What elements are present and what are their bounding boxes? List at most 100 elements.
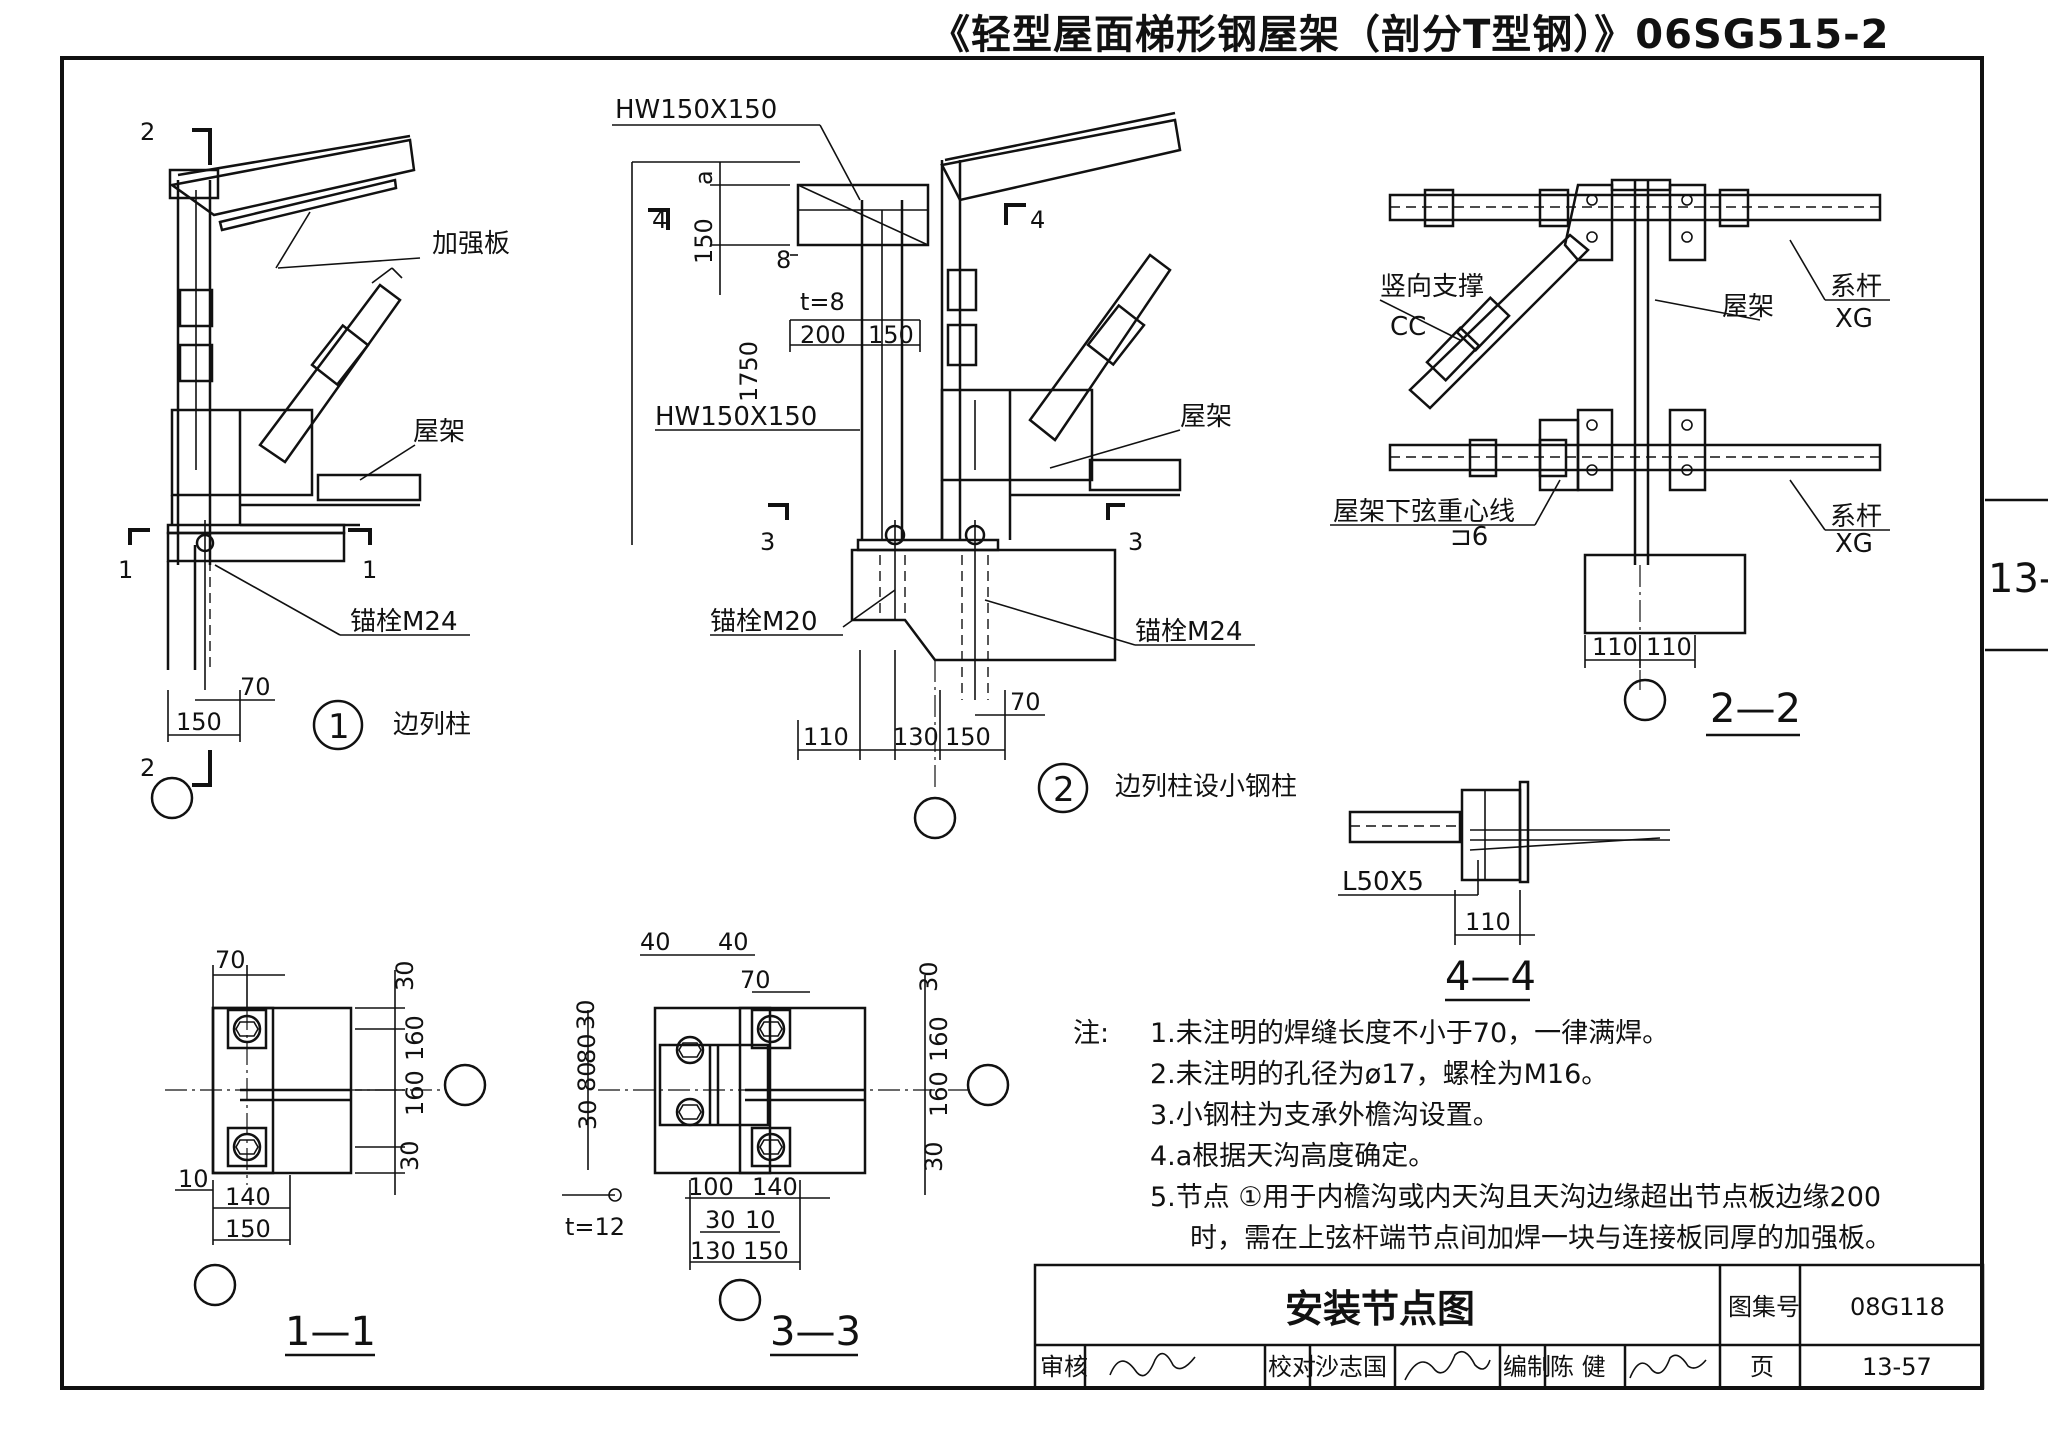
detail-3-3: 40 40 70 30 80 80 30 30 160 160 30 100 1…	[562, 928, 1010, 1357]
svg-text:08G118: 08G118	[1850, 1293, 1945, 1321]
svg-text:130: 130	[690, 1237, 736, 1265]
svg-text:3: 3	[760, 528, 775, 556]
svg-text:30: 30	[705, 1206, 736, 1234]
svg-text:3—3: 3—3	[770, 1309, 861, 1355]
title-block-title: 安装节点图	[1285, 1287, 1475, 1331]
detail-1-1: 70 30 160 160 30 10 140 150 1—1	[165, 946, 487, 1357]
svg-text:30: 30	[396, 1140, 424, 1171]
svg-text:30: 30	[574, 1099, 602, 1130]
svg-text:审核: 审核	[1040, 1353, 1088, 1381]
detail-2: a 150 1750 8 t=8 200 150 HW150X150 HW150…	[612, 95, 1297, 840]
svg-text:⊐6: ⊐6	[1450, 522, 1488, 552]
svg-text:140: 140	[752, 1173, 798, 1201]
signature-draft	[1629, 1354, 1707, 1379]
svg-text:HW150X150: HW150X150	[615, 95, 777, 125]
svg-text:70: 70	[1010, 688, 1041, 716]
svg-text:2: 2	[140, 754, 155, 782]
svg-text:2—2: 2—2	[1710, 686, 1801, 732]
svg-text:1750: 1750	[735, 341, 763, 402]
svg-text:屋架下弦重心线: 屋架下弦重心线	[1333, 497, 1515, 527]
svg-text:80: 80	[573, 1033, 601, 1064]
svg-text:L50X5: L50X5	[1342, 867, 1424, 897]
svg-text:150: 150	[868, 321, 914, 349]
svg-text:a: a	[690, 170, 718, 185]
svg-text:100: 100	[688, 1173, 734, 1201]
detail-4-4: L50X5 110 4—4	[1338, 780, 1670, 1002]
svg-text:110: 110	[1646, 633, 1692, 661]
svg-text:30: 30	[920, 1141, 948, 1172]
svg-text:30: 30	[391, 960, 419, 991]
title-block: 安装节点图 图集号 08G118 页 13-57 审核 校对 沙志国 编制 陈 …	[1033, 1263, 1985, 1390]
svg-text:3: 3	[1128, 528, 1143, 556]
svg-text:1: 1	[118, 556, 133, 584]
svg-text:150: 150	[176, 708, 222, 736]
svg-text:70: 70	[215, 946, 246, 974]
svg-text:110: 110	[1465, 908, 1511, 936]
svg-text:注:: 注:	[1073, 1018, 1109, 1049]
svg-text:沙志国: 沙志国	[1315, 1353, 1387, 1381]
svg-text:2: 2	[1053, 770, 1075, 810]
svg-text:40: 40	[718, 928, 749, 956]
svg-text:HW150X150: HW150X150	[655, 402, 817, 432]
svg-text:加强板: 加强板	[432, 229, 510, 259]
svg-text:130: 130	[893, 723, 939, 751]
svg-text:13-57: 13-57	[1862, 1353, 1932, 1381]
svg-text:150: 150	[945, 723, 991, 751]
svg-text:4: 4	[1030, 206, 1045, 234]
svg-text:160: 160	[925, 1071, 953, 1117]
svg-text:1: 1	[362, 556, 377, 584]
signature-check	[1404, 1350, 1491, 1381]
svg-text:XG: XG	[1835, 529, 1873, 559]
svg-text:时，需在上弦杆端节点间加焊一块与连接板同厚的加强板。: 时，需在上弦杆端节点间加焊一块与连接板同厚的加强板。	[1190, 1223, 1892, 1254]
svg-text:页: 页	[1750, 1353, 1774, 1381]
svg-text:5.节点 ①用于内檐沟或内天沟且天沟边缘超出节点板边缘200: 5.节点 ①用于内檐沟或内天沟且天沟边缘超出节点板边缘200	[1150, 1182, 1881, 1213]
svg-text:系杆: 系杆	[1830, 272, 1882, 302]
svg-text:110: 110	[803, 723, 849, 751]
svg-text:1—1: 1—1	[285, 1309, 376, 1355]
svg-text:110: 110	[1592, 633, 1638, 661]
svg-text:屋架: 屋架	[1180, 402, 1232, 432]
svg-text:竖向支撑: 竖向支撑	[1380, 272, 1484, 302]
side-tab-text: 13-	[1988, 556, 2048, 602]
svg-text:XG: XG	[1835, 304, 1873, 334]
svg-text:锚栓M24: 锚栓M24	[1135, 617, 1243, 647]
sheet-border	[60, 56, 1984, 1390]
signature-review	[1109, 1352, 1196, 1377]
svg-text:30: 30	[915, 961, 943, 992]
svg-text:30: 30	[572, 999, 600, 1030]
svg-text:编制: 编制	[1503, 1353, 1551, 1381]
svg-text:80: 80	[573, 1061, 601, 1092]
svg-text:边列柱设小钢柱: 边列柱设小钢柱	[1115, 772, 1297, 802]
svg-text:1: 1	[328, 707, 350, 747]
svg-text:屋架: 屋架	[1722, 292, 1774, 322]
page-header-title: 《轻型屋面梯形钢屋架（剖分T型钢）》06SG515-2	[930, 12, 1890, 58]
svg-text:4—4: 4—4	[1445, 954, 1536, 1000]
svg-text:150: 150	[743, 1237, 789, 1265]
svg-text:陈 健: 陈 健	[1550, 1353, 1606, 1381]
notes-block: 注: 1.未注明的焊缝长度不小于70，一律满焊。 2.未注明的孔径为ø17，螺栓…	[1073, 1018, 1892, 1254]
svg-text:图集号: 图集号	[1728, 1293, 1800, 1321]
svg-text:160: 160	[401, 1015, 429, 1061]
svg-text:t=8: t=8	[800, 288, 845, 316]
svg-text:160: 160	[925, 1016, 953, 1062]
detail-1: 2 2 1 1 加强板 屋架 锚栓M24 70 150 1 边列柱	[118, 118, 510, 820]
side-tab: 13-	[1985, 498, 2048, 652]
svg-text:1.未注明的焊缝长度不小于70，一律满焊。: 1.未注明的焊缝长度不小于70，一律满焊。	[1150, 1018, 1669, 1049]
svg-text:10: 10	[745, 1206, 776, 1234]
svg-text:锚栓M24: 锚栓M24	[350, 607, 458, 637]
svg-text:4: 4	[652, 206, 667, 234]
svg-text:校对: 校对	[1268, 1353, 1316, 1381]
svg-text:屋架: 屋架	[413, 417, 465, 447]
svg-text:40: 40	[640, 928, 671, 956]
svg-text:160: 160	[401, 1070, 429, 1116]
svg-text:10: 10	[178, 1165, 209, 1193]
svg-text:140: 140	[225, 1183, 271, 1211]
svg-text:150: 150	[690, 218, 718, 264]
svg-text:70: 70	[240, 673, 271, 701]
svg-text:200: 200	[800, 321, 846, 349]
svg-text:2: 2	[140, 118, 155, 146]
svg-text:150: 150	[225, 1215, 271, 1243]
svg-text:70: 70	[740, 966, 771, 994]
svg-text:t=12: t=12	[565, 1213, 625, 1241]
